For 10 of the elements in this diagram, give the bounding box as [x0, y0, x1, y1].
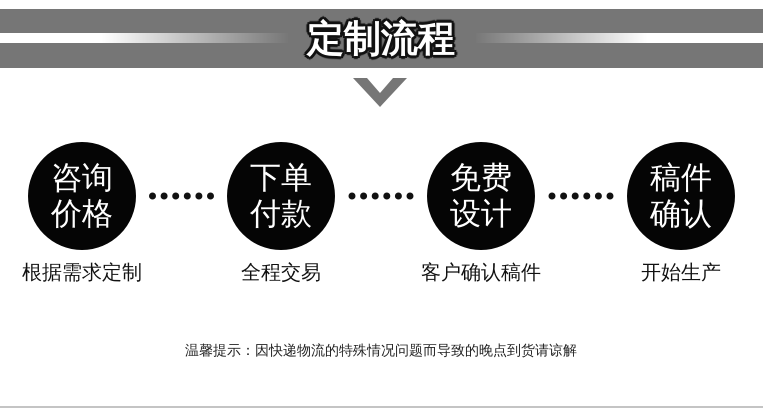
step-caption: 根据需求定制	[22, 259, 142, 286]
note-text: 温馨提示：因快递物流的特殊情况问题而导致的晚点到货请谅解	[185, 342, 577, 360]
step-title: 免费设计	[449, 160, 513, 232]
step-caption: 开始生产	[641, 259, 721, 286]
step-title: 下单付款	[249, 160, 313, 232]
step-title: 咨询价格	[50, 160, 114, 232]
page-title: 定制流程	[305, 16, 456, 62]
step-caption: 全程交易	[241, 259, 321, 286]
step-title: 稿件确认	[649, 160, 713, 232]
step-caption: 客户确认稿件	[421, 259, 541, 286]
